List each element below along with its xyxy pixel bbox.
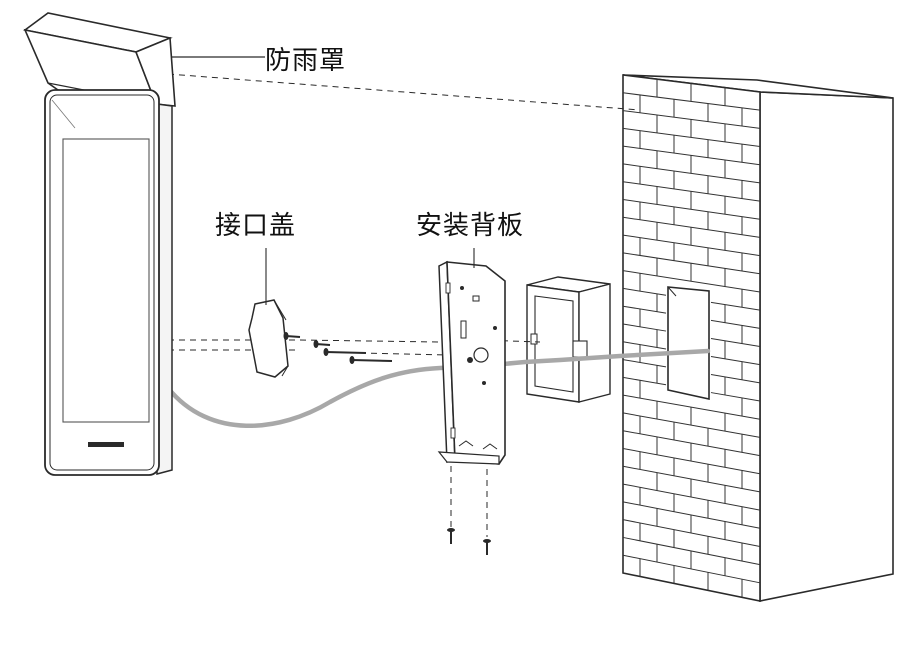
brick-joint [622, 163, 761, 184]
rain-cover-right-side [134, 36, 176, 107]
screws-front [283, 332, 491, 555]
brick-joint [622, 127, 761, 148]
port-cover-body [248, 299, 289, 378]
cover-to-plate-line-2 [359, 352, 451, 356]
port-cover-label: 接口盖 [215, 211, 297, 241]
brick-joint [622, 270, 761, 293]
plate-cable-hole [473, 347, 489, 363]
brick-joint [710, 374, 761, 384]
device-bezel [49, 94, 155, 471]
screen-glare-line [51, 99, 76, 129]
wall-side-face [759, 91, 894, 602]
screw-icon [283, 332, 301, 340]
plate-front [446, 261, 506, 465]
plate-hole-3 [460, 286, 464, 290]
wall-hole-depth-line [667, 286, 677, 297]
brick-joint [710, 355, 761, 366]
cover-to-plate-line-1 [299, 339, 441, 343]
brick-joint [622, 199, 761, 220]
screw-icon [483, 539, 491, 555]
box-knockout [572, 340, 588, 358]
brick-joint [622, 92, 761, 111]
plate-hook-2 [450, 427, 456, 439]
device-speaker-grille [88, 442, 124, 447]
cover-to-wall-line [167, 73, 641, 111]
plate-hole-4 [482, 381, 486, 385]
device-screen [62, 138, 150, 423]
port-cover-edge [273, 299, 287, 321]
brick-pattern [622, 79, 761, 598]
brick-joint [622, 412, 761, 438]
brick-joint [622, 341, 667, 350]
mounting-back-plate [437, 260, 506, 465]
brick-joint [622, 287, 667, 296]
plate-bottom-notch-1 [458, 440, 474, 447]
brick-joint [622, 234, 761, 257]
screw-icon [349, 356, 393, 364]
brick-joint [622, 376, 667, 386]
brick-joint [710, 337, 761, 347]
plate-slot-top [472, 295, 480, 302]
plate-hole-2 [493, 326, 497, 330]
plate-hook-1 [445, 282, 451, 294]
brick-joint [710, 319, 761, 329]
brick-joint [622, 359, 667, 368]
screw-icon [313, 340, 331, 348]
mounting-plate-label: 安装背板 [416, 211, 525, 241]
brick-wall [622, 74, 894, 602]
brick-joint [622, 305, 667, 314]
wall-hole [667, 286, 710, 400]
screw-icon [323, 348, 367, 356]
box-opening [534, 295, 574, 393]
brick-joint [622, 448, 761, 475]
brick-joint [710, 392, 761, 402]
plate-slot-left [460, 320, 467, 339]
brick-joint [622, 519, 761, 547]
rain-cover-label: 防雨罩 [265, 46, 347, 76]
plate-hole-1 [467, 357, 473, 363]
brick-joint [622, 323, 667, 332]
junction-box [526, 276, 611, 403]
face-terminal-device [44, 89, 173, 476]
brick-joint [622, 483, 761, 511]
plate-bottom-notch-2 [482, 443, 498, 450]
box-side [578, 283, 611, 403]
plate-bottom-edge [437, 451, 500, 465]
port-cover [248, 299, 289, 378]
brick-joint [710, 301, 761, 311]
brick-joint [622, 554, 761, 584]
screw-icon [447, 528, 455, 544]
box-tab [530, 333, 538, 345]
port-cover-edge-2 [281, 365, 289, 377]
